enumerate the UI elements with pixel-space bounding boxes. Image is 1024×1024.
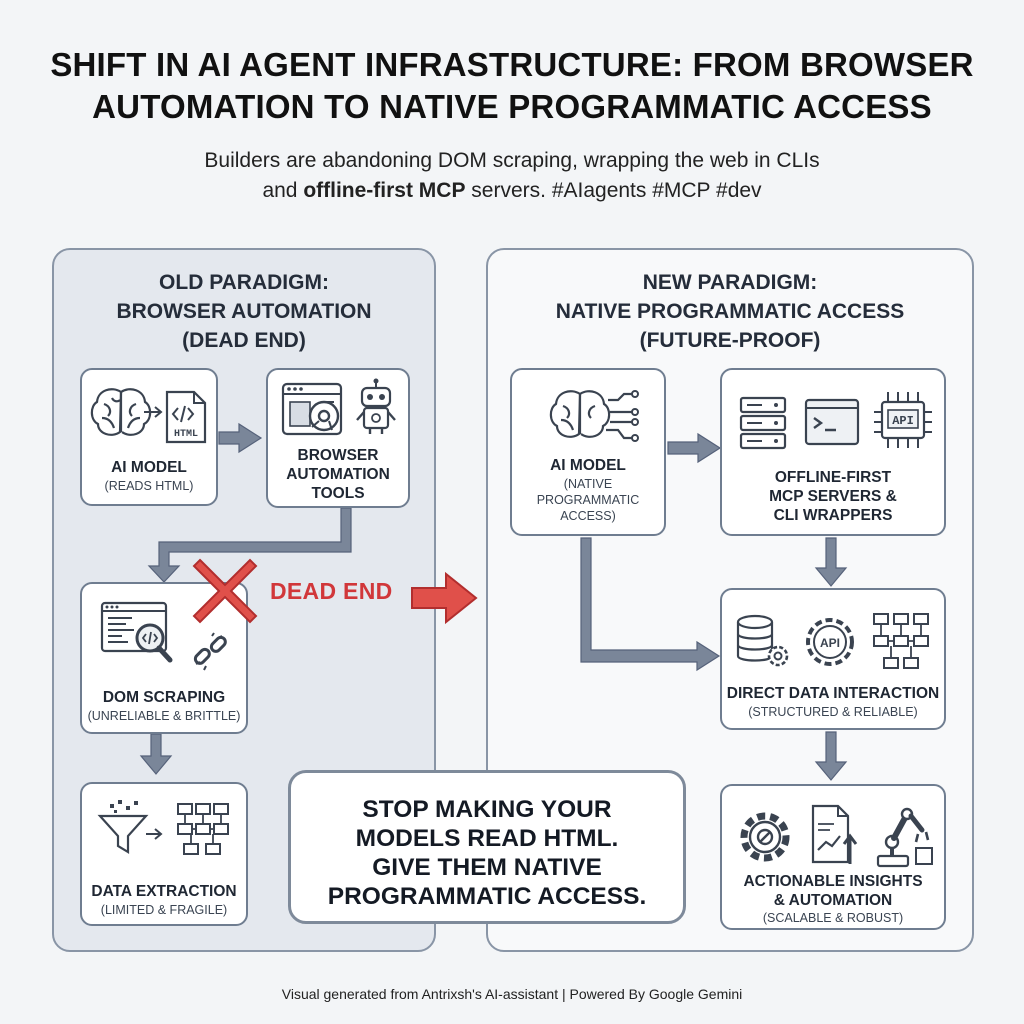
card-label: BROWSER AUTOMATION TOOLS: [286, 447, 390, 502]
arrow-old-dom-to-extraction: [139, 733, 173, 775]
arrow-old-browser-to-dom: [147, 507, 352, 583]
card-label: AI MODEL: [550, 457, 626, 474]
html-file-icon: HTML: [165, 390, 207, 444]
code-search-icon: [100, 601, 173, 663]
card-direct-data-interaction: API DIRECT DATA INTERACTION (STRUCTURED …: [720, 588, 946, 730]
arrow-new-ai-to-direct: [580, 537, 721, 672]
broken-link-icon: [193, 632, 227, 671]
api-chip-icon: API: [874, 392, 932, 448]
red-arrow-to-new: [411, 571, 478, 625]
robot-icon: [356, 378, 396, 434]
card-label: DOM SCRAPING: [102, 689, 226, 706]
dead-end-label: DEAD END: [270, 578, 393, 604]
card-new-ai-model: AI MODEL (NATIVE PROGRAMMATIC ACCESS): [510, 368, 666, 536]
card-sublabel: (READS HTML): [104, 479, 194, 493]
arrow-new-direct-to-insights: [814, 731, 848, 781]
subtitle-line-1: Builders are abandoning DOM scraping, wr…: [204, 149, 820, 172]
callout-text: STOP MAKING YOUR MODELS READ HTML. GIVE …: [327, 796, 647, 910]
card-label: AI MODEL: [111, 459, 187, 476]
card-label: DATA EXTRACTION: [91, 883, 237, 900]
brain-network-icon: [549, 390, 639, 442]
card-actionable-insights: ACTIONABLE INSIGHTS & AUTOMATION (SCALAB…: [720, 784, 946, 930]
card-sublabel: (NATIVE PROGRAMMATIC ACCESS): [536, 477, 640, 523]
card-sublabel: (SCALABLE & ROBUST): [762, 911, 904, 925]
card-sublabel: (STRUCTURED & RELIABLE): [748, 705, 918, 719]
growth-report-icon: [811, 804, 858, 864]
svg-text:API: API: [820, 636, 840, 650]
card-label: ACTIONABLE INSIGHTS & AUTOMATION: [743, 873, 923, 909]
browser-window-icon: [281, 382, 343, 436]
svg-text:HTML: HTML: [174, 429, 198, 440]
flowchart-icon: [177, 803, 229, 855]
server-icon: [739, 396, 787, 450]
gear-icon: [740, 812, 790, 862]
flowchart-icon: [873, 613, 929, 669]
card-old-ai-model: HTML AI MODEL (READS HTML): [80, 368, 218, 506]
card-label: OFFLINE-FIRST MCP SERVERS & CLI WRAPPERS: [769, 469, 897, 524]
page-title: SHIFT IN AI AGENT INFRASTRUCTURE: FROM B…: [50, 46, 974, 125]
robot-arm-icon: [876, 807, 933, 868]
subtitle-line-2: and offline-first MCP servers. #AIagents…: [262, 179, 762, 202]
old-panel-title: OLD PARADIGM: BROWSER AUTOMATION (DEAD E…: [116, 271, 372, 352]
card-dom-scraping: DOM SCRAPING (UNRELIABLE & BRITTLE): [80, 582, 248, 734]
card-sublabel: (UNRELIABLE & BRITTLE): [87, 709, 241, 723]
red-x-icon: [192, 558, 258, 624]
funnel-icon: [97, 800, 163, 854]
new-panel-title: NEW PARADIGM: NATIVE PROGRAMMATIC ACCESS…: [555, 271, 905, 352]
footer-credit: Visual generated from Antrixsh's AI-assi…: [281, 986, 743, 1002]
database-icon: [736, 614, 789, 667]
brain-icon: [90, 388, 152, 436]
arrow-small-icon: [144, 406, 163, 418]
callout-box: STOP MAKING YOUR MODELS READ HTML. GIVE …: [288, 770, 686, 924]
api-gear-icon: API: [806, 618, 854, 666]
card-sublabel: (LIMITED & FRAGILE): [100, 903, 228, 917]
svg-text:API: API: [892, 414, 914, 428]
card-mcp-servers: API OFFLINE-FIRST MCP SERVERS & CLI WRAP…: [720, 368, 946, 536]
arrow-new-mcp-to-direct: [814, 537, 848, 587]
subtitle-emphasis: offline-first MCP: [303, 179, 466, 202]
card-data-extraction: DATA EXTRACTION (LIMITED & FRAGILE): [80, 782, 248, 926]
page-subtitle: Builders are abandoning DOM scraping, wr…: [40, 146, 984, 206]
arrow-new-ai-to-mcp: [667, 432, 722, 464]
card-label: DIRECT DATA INTERACTION: [726, 685, 940, 702]
card-browser-automation-tools: BROWSER AUTOMATION TOOLS: [266, 368, 410, 508]
arrow-old-ai-to-browser: [218, 422, 263, 454]
terminal-icon: [804, 398, 860, 446]
